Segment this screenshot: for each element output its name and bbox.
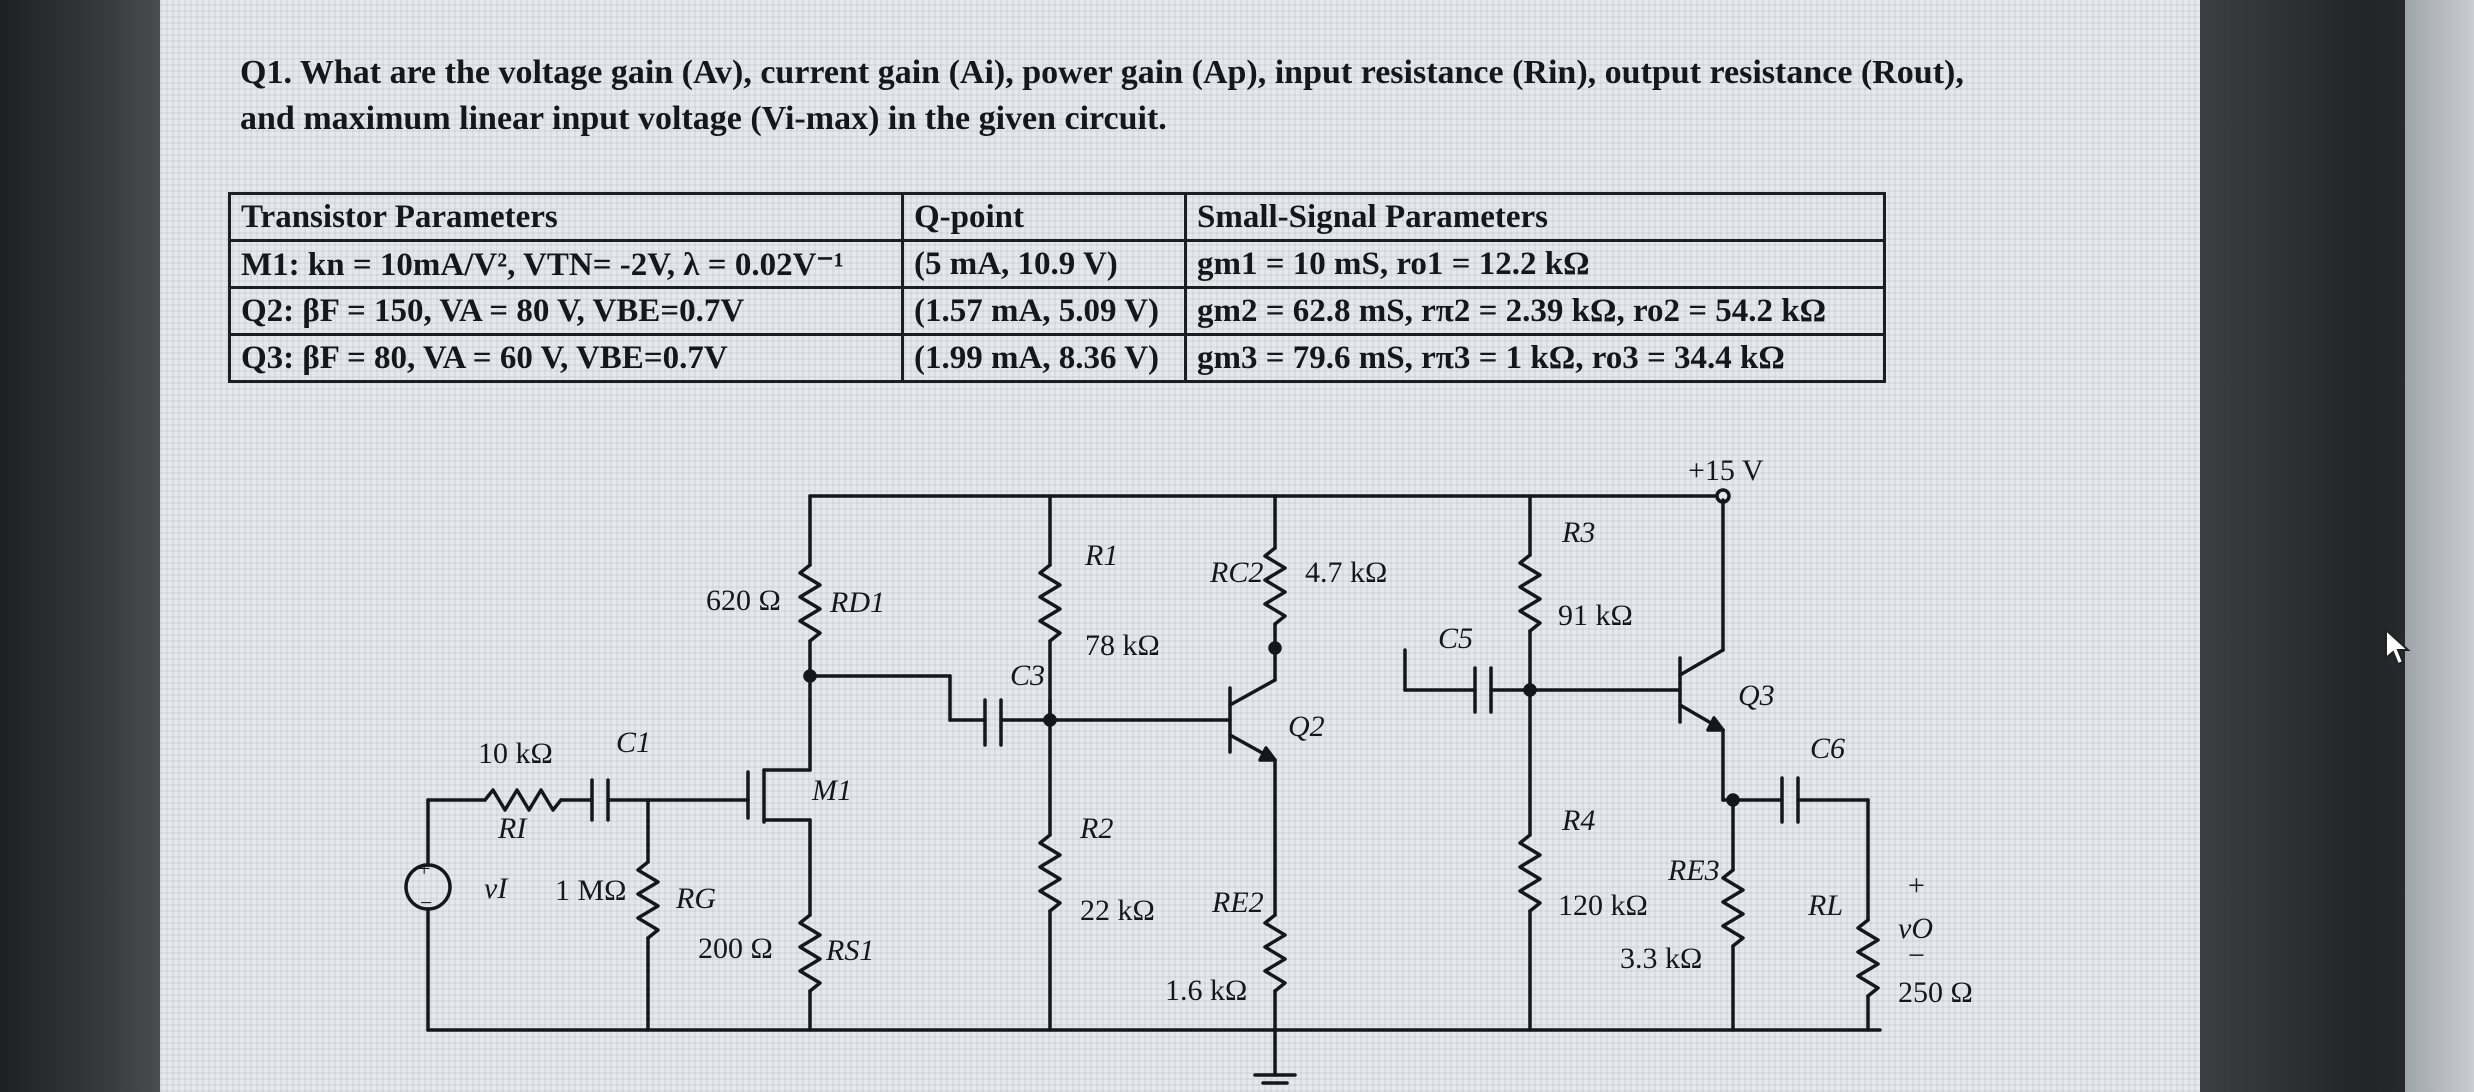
label-R1: R1 bbox=[1084, 539, 1118, 572]
label-R2-value: 22 kΩ bbox=[1080, 894, 1155, 927]
resistor-RE2 bbox=[1263, 913, 1287, 993]
label-R1-value: 78 kΩ bbox=[1085, 629, 1160, 662]
label-Q3: Q3 bbox=[1738, 679, 1775, 712]
resistor-RL bbox=[1856, 918, 1880, 998]
resistor-R3 bbox=[1518, 553, 1542, 633]
label-RE3-value: 3.3 kΩ bbox=[1620, 942, 1702, 975]
right-edge bbox=[2405, 0, 2474, 1092]
label-RE3: RE3 bbox=[1667, 854, 1720, 887]
resistor-R1 bbox=[1038, 563, 1062, 643]
parameter-table: Transistor Parameters Q-point Small-Sign… bbox=[228, 192, 1886, 383]
label-R4-value: 120 kΩ bbox=[1558, 889, 1648, 922]
table-cell: (5 mA, 10.9 V) bbox=[901, 239, 1187, 289]
resistor-R2 bbox=[1038, 833, 1062, 913]
label-R3: R3 bbox=[1561, 516, 1595, 549]
resistor-RI bbox=[483, 788, 563, 812]
table-header: Q-point bbox=[901, 192, 1187, 242]
label-RD1: RD1 bbox=[829, 586, 885, 619]
question-text: Q1. What are the voltage gain (Av), curr… bbox=[240, 54, 1964, 137]
label-C5: C5 bbox=[1438, 622, 1473, 655]
table-row: Q3: βF = 80, VA = 60 V, VBE=0.7V (1.99 m… bbox=[228, 333, 1886, 383]
table-cell: (1.57 mA, 5.09 V) bbox=[901, 286, 1187, 336]
label-RL-value: 250 Ω bbox=[1898, 976, 1973, 1009]
label-R2: R2 bbox=[1079, 812, 1113, 845]
table-cell: Q2: βF = 150, VA = 80 V, VBE=0.7V bbox=[228, 286, 904, 336]
resistor-RD1 bbox=[798, 563, 822, 643]
source-minus: − bbox=[420, 890, 432, 915]
table-header: Transistor Parameters bbox=[228, 192, 904, 242]
label-vO: vO bbox=[1898, 912, 1933, 945]
label-RS1: RS1 bbox=[825, 934, 874, 967]
label-RG-value: 1 MΩ bbox=[555, 874, 626, 907]
table-cell: gm1 = 10 mS, ro1 = 12.2 kΩ bbox=[1184, 239, 1886, 289]
label-RL: RL bbox=[1807, 889, 1843, 922]
label-RS1-value: 200 Ω bbox=[698, 932, 773, 965]
label-RE2: RE2 bbox=[1211, 886, 1264, 919]
table-cell: gm2 = 62.8 mS, rπ2 = 2.39 kΩ, ro2 = 54.2… bbox=[1184, 286, 1886, 336]
table-row: M1: kn = 10mA/V², VTN= -2V, λ = 0.02V⁻¹ … bbox=[228, 239, 1886, 289]
document-page bbox=[160, 0, 2200, 1092]
label-RD1-value: 620 Ω bbox=[706, 584, 781, 617]
mouse-cursor-icon bbox=[2385, 628, 2411, 666]
label-M1: M1 bbox=[811, 774, 852, 807]
supply-label: +15 V bbox=[1688, 454, 1764, 487]
table-cell: (1.99 mA, 8.36 V) bbox=[901, 333, 1187, 383]
source-plus: + bbox=[418, 856, 430, 881]
label-R4: R4 bbox=[1561, 804, 1595, 837]
resistor-R4 bbox=[1518, 833, 1542, 913]
table-cell: gm3 = 79.6 mS, rπ3 = 1 kΩ, ro3 = 34.4 kΩ bbox=[1184, 333, 1886, 383]
left-bezel bbox=[0, 0, 160, 1092]
table-cell: M1: kn = 10mA/V², VTN= -2V, λ = 0.02V⁻¹ bbox=[228, 239, 904, 289]
table-header: Small-Signal Parameters bbox=[1184, 192, 1886, 242]
label-R3-value: 91 kΩ bbox=[1558, 599, 1633, 632]
table-row: Q2: βF = 150, VA = 80 V, VBE=0.7V (1.57 … bbox=[228, 286, 1886, 336]
label-RI-value: 10 kΩ bbox=[478, 737, 553, 770]
label-RC2: RC2 bbox=[1209, 556, 1263, 589]
label-RI: RI bbox=[497, 812, 528, 845]
label-vO-minus: − bbox=[1908, 939, 1925, 972]
label-C1: C1 bbox=[616, 726, 651, 759]
resistor-RS1 bbox=[798, 913, 822, 993]
resistor-RG bbox=[636, 860, 660, 940]
label-Q2: Q2 bbox=[1288, 710, 1325, 743]
table-header-row: Transistor Parameters Q-point Small-Sign… bbox=[228, 192, 1886, 242]
resistor-RC2 bbox=[1263, 546, 1287, 626]
table-cell: Q3: βF = 80, VA = 60 V, VBE=0.7V bbox=[228, 333, 904, 383]
label-C6: C6 bbox=[1810, 732, 1845, 765]
label-vI: vI bbox=[484, 872, 509, 905]
label-RC2-value: 4.7 kΩ bbox=[1305, 556, 1387, 589]
label-vO-plus: + bbox=[1908, 869, 1925, 902]
label-C3: C3 bbox=[1010, 659, 1045, 692]
resistor-RE3 bbox=[1721, 868, 1745, 948]
label-RG: RG bbox=[675, 882, 716, 915]
label-RE2-value: 1.6 kΩ bbox=[1165, 974, 1247, 1007]
